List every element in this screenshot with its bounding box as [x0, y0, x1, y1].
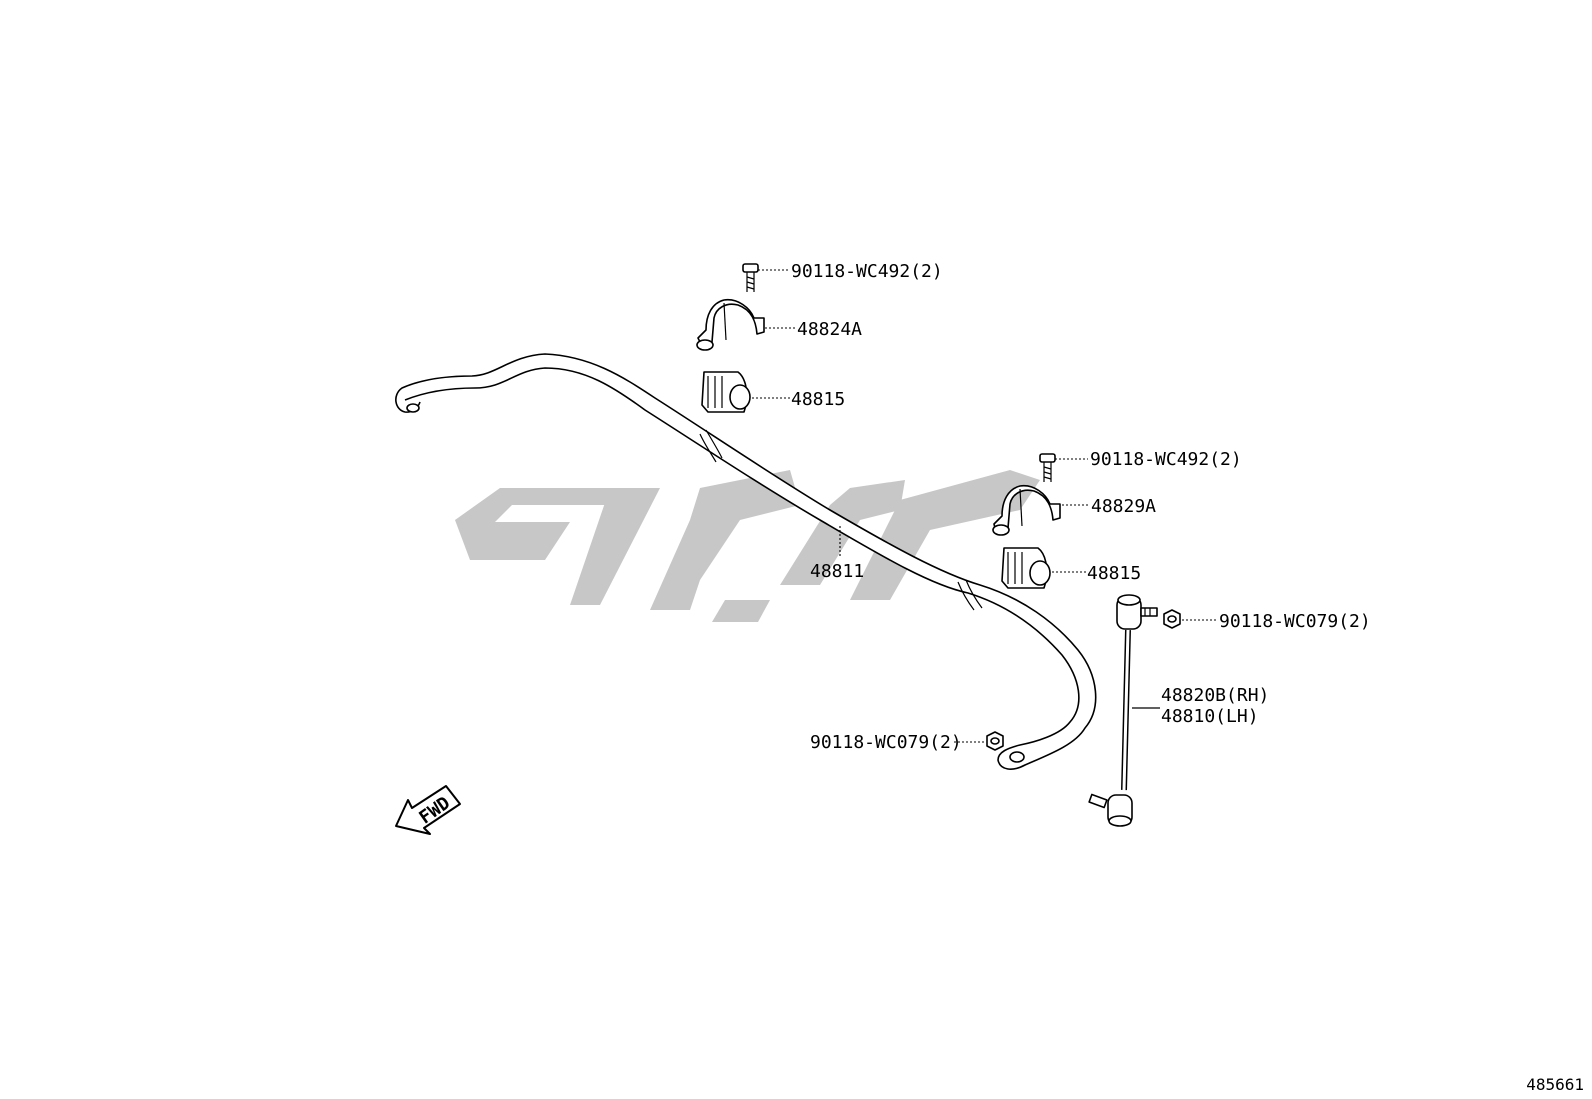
bracket-right[interactable] [992, 484, 1061, 536]
bracket-left[interactable] [696, 298, 765, 351]
fwd-arrow-icon: FWD [395, 785, 461, 835]
nut-bar-end[interactable] [986, 731, 1004, 751]
callout-link-rh: 48820B(RH) [1161, 685, 1269, 706]
callout-nut-link-top: 90118-WC079(2) [1219, 611, 1371, 632]
nut-link-top[interactable] [1163, 609, 1181, 629]
leader-lines [752, 269, 1217, 743]
stabilizer-link[interactable] [1088, 594, 1158, 827]
callout-link-lh: 48810(LH) [1161, 706, 1259, 727]
callout-bracket-left: 48824A [797, 319, 862, 340]
figure-number: 485661 [1526, 1075, 1584, 1094]
callout-bracket-right: 48829A [1091, 496, 1156, 517]
callout-stabilizer-bar: 48811 [810, 561, 864, 582]
bushing-left[interactable] [701, 371, 751, 413]
watermark-logo [455, 470, 1040, 622]
bolt-upper-left[interactable] [742, 263, 759, 292]
stabilizer-bar[interactable] [395, 353, 1097, 770]
callout-nut-bar-end: 90118-WC079(2) [810, 732, 962, 753]
callout-bushing-right: 48815 [1087, 563, 1141, 584]
callout-bolt-upper-left: 90118-WC492(2) [791, 261, 943, 282]
callout-bushing-left: 48815 [791, 389, 845, 410]
bolt-upper-right[interactable] [1039, 453, 1056, 482]
callout-bolt-upper-right: 90118-WC492(2) [1090, 449, 1242, 470]
bushing-right[interactable] [1001, 547, 1051, 589]
